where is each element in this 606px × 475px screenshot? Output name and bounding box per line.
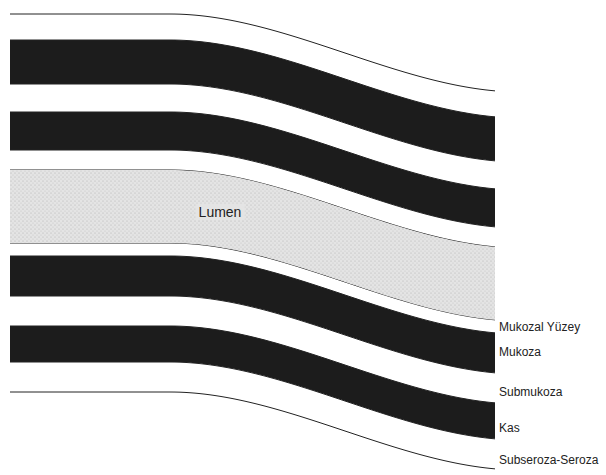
layer-boundary — [10, 40, 495, 117]
layer-boundary — [10, 326, 495, 403]
layer-boundary — [10, 392, 495, 469]
lumen-fill — [10, 170, 495, 320]
layer-label: Submukoza — [499, 385, 562, 399]
layer-boundary — [10, 296, 495, 373]
layer-label: Mukozal Yüzey — [499, 320, 580, 334]
layer-boundary — [10, 84, 495, 161]
layer-boundary — [10, 362, 495, 439]
layer-label: Subseroza-Seroza — [499, 453, 598, 467]
layer-label: Kas — [499, 421, 520, 435]
lumen-shape — [10, 168, 496, 324]
layer-label: Mukoza — [499, 345, 541, 359]
layer-boundary — [10, 14, 495, 91]
wall-layer — [10, 362, 495, 469]
lumen-band: Lumen — [10, 168, 496, 324]
lumen-label: Lumen — [196, 204, 245, 220]
